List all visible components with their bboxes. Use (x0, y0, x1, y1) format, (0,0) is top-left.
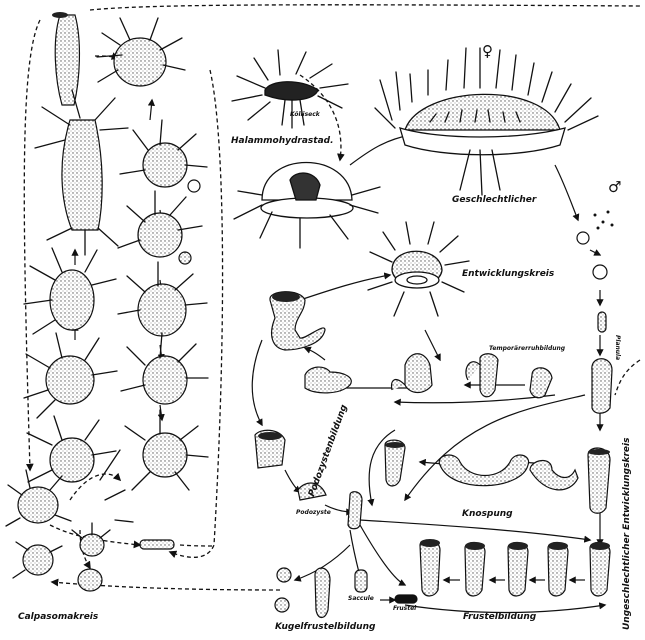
male-symbol: ♂ (608, 180, 621, 195)
label-geschlechtlicher: Geschlechtlicher (452, 196, 536, 205)
label-sacculo: Saccule (348, 596, 374, 602)
right-edge-dashed (615, 360, 640, 395)
label-kallsaecke: Kölliseck (290, 112, 320, 118)
calpasoma-organisms (18, 15, 200, 591)
polyp-row (255, 232, 612, 618)
label-frustel: Frustel (393, 606, 416, 612)
label-planula: Planula (614, 335, 620, 360)
medusa-top (114, 38, 166, 86)
label-entwicklungskreis: Entwicklungskreis (462, 270, 554, 279)
label-halammohydra-stadium: Halammohydrastad. (231, 137, 334, 146)
label-frustelbildung: Frustelbildung (463, 613, 536, 622)
polyp-top-left (55, 15, 79, 105)
label-kugelfrustelbildung: Kugelfrustelbildung (275, 623, 375, 632)
sperm-cluster (594, 211, 614, 230)
dashed-cycle-lines (24, 5, 640, 590)
label-podozyste: Podozyste (296, 510, 331, 516)
label-calpasomakreis: Calpasomakreis (18, 613, 98, 622)
calpasoma-left-dashed-loop (24, 20, 40, 470)
top-dashed-line (90, 5, 640, 10)
young-medusa (368, 222, 469, 316)
label-ungeschlechtlicher-entwicklungskreis: Ungeschlechtlicher Entwicklungskreis (623, 438, 632, 630)
adult-medusa (375, 48, 598, 195)
label-temporaer-ruhebildung: Temporärerruhbildung (489, 346, 565, 352)
bell-medusa (234, 163, 380, 249)
label-knospung: Knospung (462, 510, 513, 519)
female-symbol: ♀ (482, 44, 493, 59)
